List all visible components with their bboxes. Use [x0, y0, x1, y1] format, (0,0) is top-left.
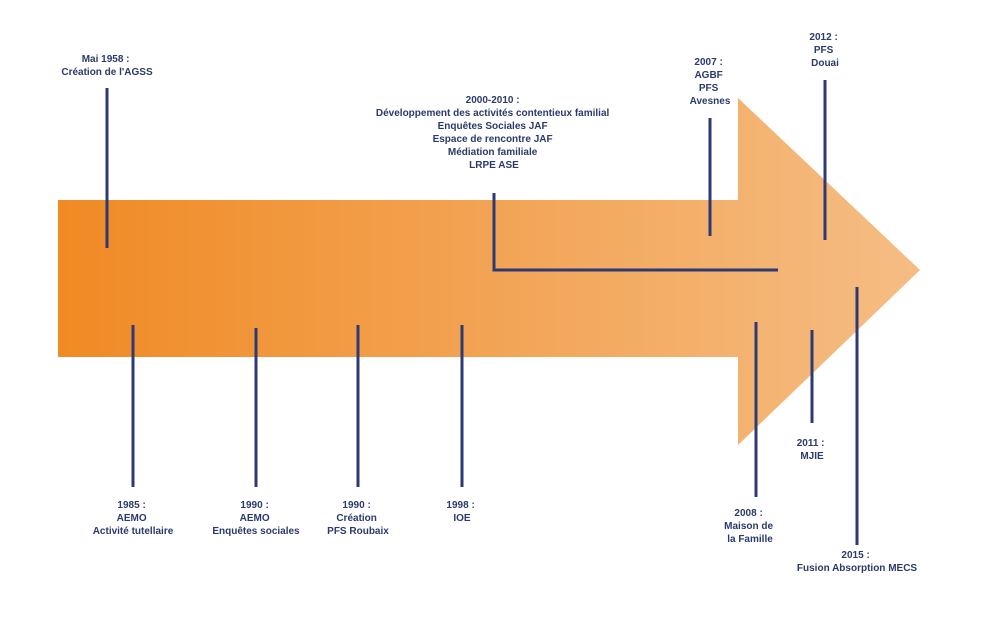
label-2015: 2015 : Fusion Absorption MECS: [797, 550, 918, 574]
connector-2000-2010: [492, 193, 778, 272]
label-2000-2010: 2000-2010 : Développement des activités …: [376, 95, 612, 171]
label-2008: 2008 : Maison de la Famille: [724, 508, 776, 545]
label-1958: Mai 1958 : Création de l'AGSS: [61, 54, 153, 78]
label-1990-aemo: 1990 : AEMO Enquêtes sociales: [212, 500, 300, 537]
label-1998: 1998 : IOE: [446, 500, 477, 524]
label-2012: 2012 : PFS Douai: [809, 32, 840, 69]
label-1990-roubaix: 1990 : Création PFS Roubaix: [327, 500, 389, 537]
timeline-arrow: [58, 98, 920, 445]
label-1985: 1985 : AEMO Activité tutellaire: [93, 500, 174, 537]
connector-lines: [105, 80, 859, 545]
label-2011: 2011 : MJIE: [797, 438, 828, 462]
label-2007: 2007 : AGBF PFS Avesnes: [690, 57, 731, 107]
event-labels: Mai 1958 : Création de l'AGSS 1985 : AEM…: [61, 32, 917, 574]
